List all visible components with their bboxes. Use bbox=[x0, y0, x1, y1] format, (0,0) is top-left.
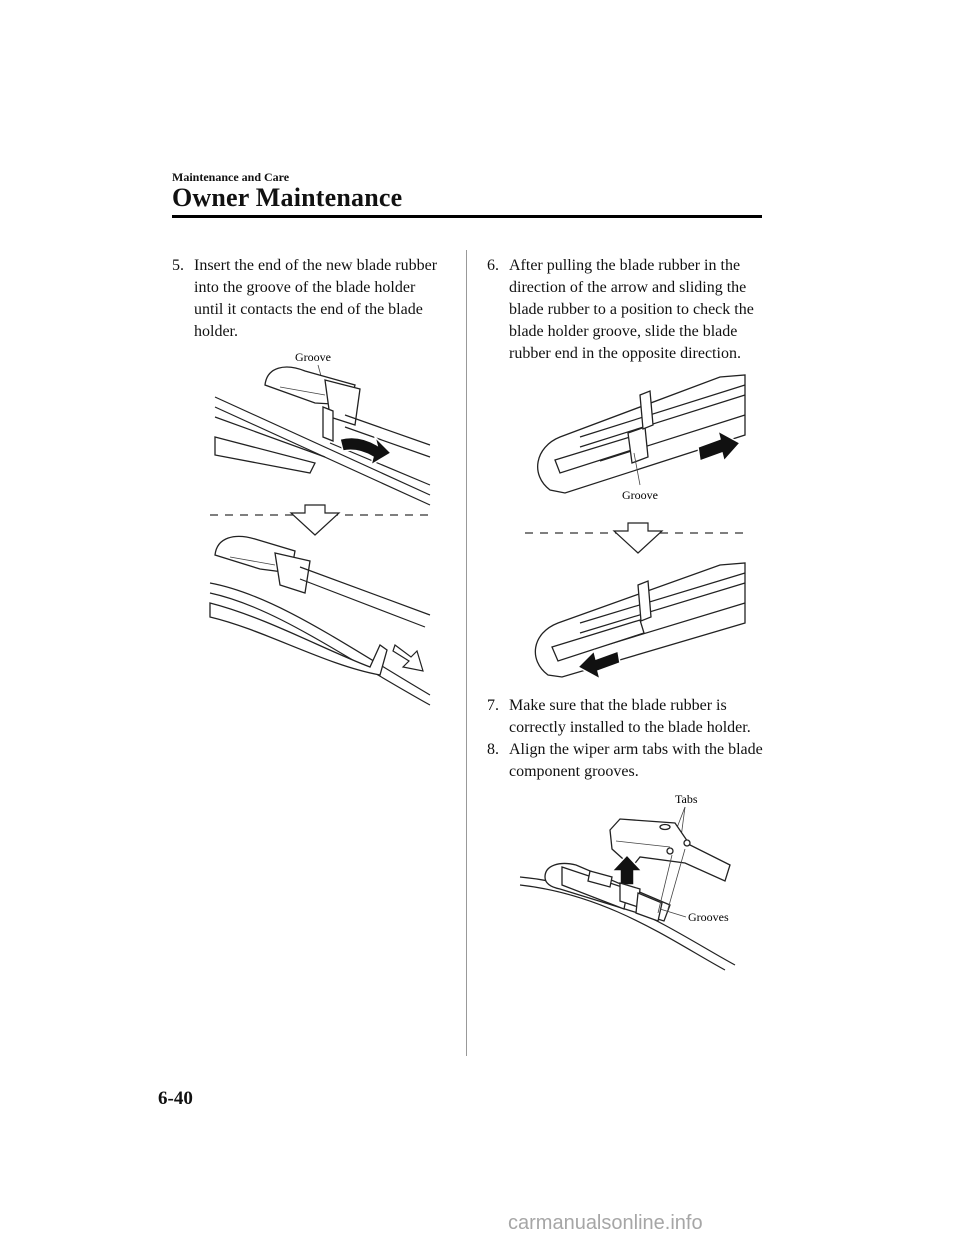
page-number: 6-40 bbox=[158, 1088, 193, 1109]
watermark: carmanualsonline.info bbox=[508, 1212, 703, 1234]
step-8: 8. Align the wiper arm tabs with the bla… bbox=[487, 739, 767, 783]
step-number: 7. bbox=[487, 697, 499, 714]
step-number: 8. bbox=[487, 741, 499, 758]
groove-label: Groove bbox=[622, 488, 658, 502]
blade-slide-illustration: Groove bbox=[525, 374, 746, 681]
grooves-label: Grooves bbox=[688, 910, 729, 924]
page-title: Owner Maintenance bbox=[172, 183, 403, 212]
section-label: Maintenance and Care bbox=[172, 170, 290, 184]
step-number: 5. bbox=[172, 257, 184, 274]
wiper-arm-illustration: Tabs Grooves bbox=[519, 792, 736, 971]
groove-label: Groove bbox=[295, 350, 331, 364]
step-5: 5. Insert the end of the new blade rubbe… bbox=[172, 255, 440, 343]
step-7: 7. Make sure that the blade rubber is co… bbox=[487, 695, 767, 739]
title-rule bbox=[172, 215, 762, 218]
step-text: Align the wiper arm tabs with the blade … bbox=[509, 741, 763, 780]
column-divider bbox=[466, 250, 467, 1056]
step-number: 6. bbox=[487, 257, 499, 274]
step-text: Make sure that the blade rubber is corre… bbox=[509, 697, 751, 736]
tabs-label: Tabs bbox=[675, 792, 698, 806]
step-6: 6. After pulling the blade rubber in the… bbox=[487, 255, 767, 365]
step-text: After pulling the blade rubber in the di… bbox=[509, 257, 754, 362]
step-text: Insert the end of the new blade rubber i… bbox=[194, 257, 438, 340]
blade-insertion-illustration: Groove bbox=[209, 350, 431, 706]
